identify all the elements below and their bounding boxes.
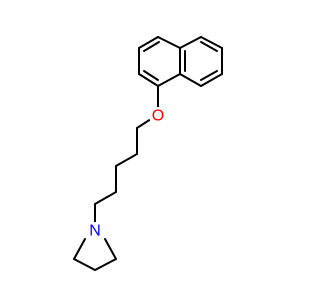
atom-layer: O N (86, 107, 167, 240)
atom-nitrogen: N (86, 222, 104, 240)
bond (94, 191, 117, 205)
bond (94, 258, 117, 271)
molecule-structure-canvas: O N (73, 36, 223, 271)
bond (200, 36, 223, 49)
atom-label-oxygen: O (152, 108, 164, 125)
bond (104, 238, 117, 260)
bond (136, 118, 152, 129)
bond (138, 36, 159, 49)
bond (179, 73, 202, 87)
bond (143, 70, 159, 81)
bond (157, 36, 181, 49)
atom-oxygen: O (149, 107, 167, 125)
bond (200, 70, 218, 81)
atom-label-nitrogen: N (89, 223, 101, 240)
bond (143, 41, 160, 52)
bond (73, 258, 96, 271)
bond (138, 73, 159, 87)
bond (115, 153, 138, 167)
bond (200, 73, 223, 87)
bond (157, 73, 181, 87)
bond-layer (73, 36, 223, 271)
bond (73, 238, 86, 260)
bond (179, 36, 202, 49)
bond (200, 41, 218, 52)
